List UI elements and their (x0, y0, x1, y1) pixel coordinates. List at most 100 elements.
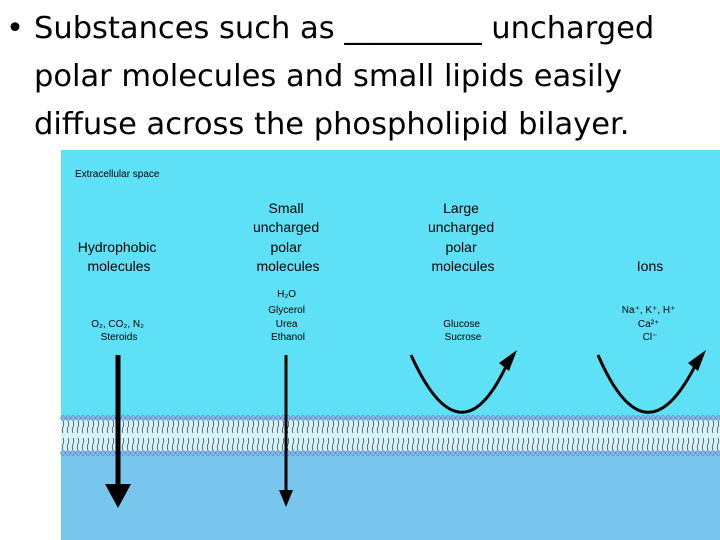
lipid-tail (276, 437, 280, 451)
lipid-head (600, 415, 606, 421)
lipid-tail (76, 420, 80, 434)
lipid-tail (576, 420, 580, 434)
hydrophobic-heading: Hydrophobic molecules (78, 239, 161, 274)
lipid-tail (536, 437, 540, 451)
lipid-head (270, 415, 276, 421)
lipid-tail (671, 437, 675, 451)
lipid-head (565, 415, 571, 421)
lipid-head (70, 450, 76, 456)
lipid-tail (101, 420, 105, 434)
lipid-head (230, 415, 236, 421)
lipid-tail (196, 437, 200, 451)
lipid-head (350, 415, 356, 421)
lipid-tail (346, 437, 350, 451)
lipid-head (230, 450, 236, 456)
lipid-tail (136, 437, 140, 451)
lipid-tail (131, 420, 135, 434)
lipid-tail (441, 420, 445, 434)
lipid-tail (506, 437, 510, 451)
lipid-head (430, 415, 436, 421)
lipid-head (240, 415, 246, 421)
lipid-head (215, 415, 221, 421)
lipid-tail (656, 437, 660, 451)
lipid-head (435, 450, 441, 456)
lipid-head (205, 450, 211, 456)
lipid-tail (381, 420, 385, 434)
large-polar-example-1: Glucose (443, 319, 480, 330)
lipid-tail (491, 437, 495, 451)
lipid-head (525, 450, 531, 456)
ions-examples: Na⁺, K⁺, H⁺ Ca²⁺ Cl⁻ (622, 305, 678, 343)
large-polar-example-2: Sucrose (445, 332, 482, 343)
hydrophobic-arrow-head (105, 484, 131, 508)
lipid-head (635, 415, 641, 421)
lipid-tail (511, 420, 515, 434)
lipid-tail (646, 420, 650, 434)
lipid-head (200, 415, 206, 421)
lipid-head (180, 450, 186, 456)
lipid-tail (331, 420, 335, 434)
lipid-head (295, 450, 301, 456)
lipid-head (580, 450, 586, 456)
lipid-tail (611, 420, 615, 434)
lipid-tail (531, 420, 535, 434)
lipid-head (570, 415, 576, 421)
slide-text-line-1: •Substances such as _________ uncharged (6, 9, 654, 49)
lipid-tail (416, 420, 420, 434)
lipid-head (130, 415, 136, 421)
lipid-tail (311, 420, 315, 434)
lipid-head (215, 450, 221, 456)
lipid-head (425, 415, 431, 421)
lipid-head (250, 450, 256, 456)
large-polar-heading-line-1: Large (443, 200, 479, 216)
lipid-tail (561, 420, 565, 434)
lipid-head (660, 415, 666, 421)
lipid-tail (156, 437, 160, 451)
lipid-head (375, 450, 381, 456)
lipid-tail (261, 420, 265, 434)
lipid-tail (301, 437, 305, 451)
lipid-head (480, 450, 486, 456)
lipid-head (520, 415, 526, 421)
lipid-head (695, 415, 701, 421)
lipid-head (100, 450, 106, 456)
lipid-tail (426, 420, 430, 434)
lipid-head (390, 415, 396, 421)
lipid-head (185, 415, 191, 421)
lipid-head (630, 450, 636, 456)
lipid-tail (61, 437, 65, 451)
lipid-tail (146, 437, 150, 451)
hydrophobic-example-2: Steroids (101, 332, 138, 343)
lipid-tail (141, 437, 145, 451)
lipid-tail (371, 420, 375, 434)
lipid-tail (716, 420, 720, 434)
lipid-tail (496, 437, 500, 451)
lipid-head (495, 450, 501, 456)
lipid-head (140, 415, 146, 421)
lipid-head (595, 450, 601, 456)
lipid-head (315, 415, 321, 421)
lipid-head (295, 415, 301, 421)
lipid-tail (521, 437, 525, 451)
lipid-tail (621, 437, 625, 451)
lipid-tail (461, 420, 465, 434)
lipid-tail (361, 437, 365, 451)
lipid-head (150, 415, 156, 421)
lipid-head (175, 450, 181, 456)
lipid-tail (516, 437, 520, 451)
lipid-tail (676, 437, 680, 451)
small-polar-arrow-head (279, 490, 293, 507)
lipid-head (475, 450, 481, 456)
lipid-head (525, 415, 531, 421)
lipid-head (125, 450, 131, 456)
lipid-head (315, 450, 321, 456)
lipid-tail (146, 420, 150, 434)
lipid-head (100, 415, 106, 421)
lipid-head (705, 450, 711, 456)
hydrophobic-heading-line-2: molecules (87, 258, 150, 274)
lipid-tail (701, 420, 705, 434)
lipid-tail (641, 420, 645, 434)
lipid-tail (341, 420, 345, 434)
lipid-head (385, 450, 391, 456)
lipid-tail (586, 420, 590, 434)
